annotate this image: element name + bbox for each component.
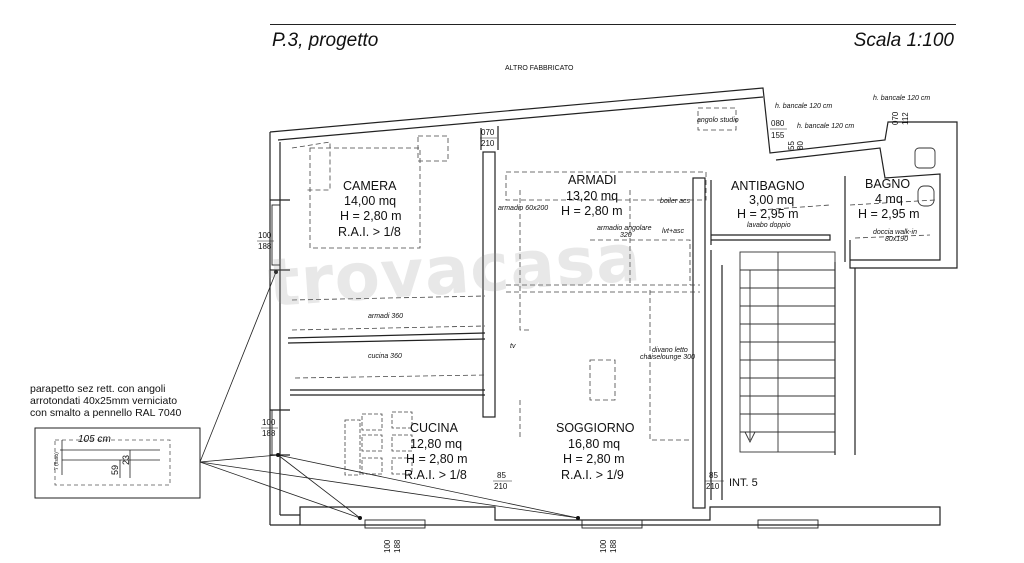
label-boiler: boiler acs <box>660 198 690 205</box>
bottom-windows <box>271 204 819 529</box>
note-line-1: parapetto sez rett. con angoli <box>30 383 166 395</box>
room-bagno: BAGNO 4 mq H = 2,95 m <box>858 177 920 221</box>
label-angolo-studio: angolo studio <box>697 117 739 124</box>
label-armadio-angolare: armadio angolare <box>597 225 652 232</box>
room-soggiorno: SOGGIORNO 16,80 mq H = 2,80 m R.A.I. > 1… <box>556 421 635 482</box>
dim-210-b: 210 <box>706 482 720 491</box>
label-lavabo: lavabo doppio <box>747 222 791 229</box>
cucina-rai: R.A.I. > 1/8 <box>404 468 467 482</box>
dim-155: 155 <box>771 131 785 140</box>
antibagno-name: ANTIBAGNO <box>731 179 805 193</box>
soggiorno-rai: R.A.I. > 1/9 <box>561 468 624 482</box>
bathroom-fixtures <box>914 147 936 207</box>
dim-070: 070 <box>481 128 495 137</box>
label-cucina-360: cucina 360 <box>368 353 402 360</box>
detail-h2: 23 <box>121 455 131 465</box>
dimension-labels: 070 210 080 155 55 80 070 112 100 188 10… <box>257 111 910 553</box>
camera-area: 14,00 mq <box>344 194 396 208</box>
soggiorno-height: H = 2,80 m <box>563 452 625 466</box>
cucina-height: H = 2,80 m <box>406 452 468 466</box>
bagno-height: H = 2,95 m <box>858 207 920 221</box>
plan-title: P.3, progetto <box>272 30 379 51</box>
plan-scale: Scala 1:100 <box>853 30 954 51</box>
dim-188-c: 188 <box>393 539 402 553</box>
dim-188-a: 188 <box>258 242 272 251</box>
room-camera: CAMERA 14,00 mq H = 2,80 m R.A.I. > 1/8 <box>338 179 402 239</box>
dim-210: 210 <box>481 139 495 148</box>
note-line-2: arrotondati 40x25mm verniciato <box>30 395 178 407</box>
soggiorno-area: 16,80 mq <box>568 437 620 451</box>
cucina-name: CUCINA <box>410 421 459 435</box>
staircase <box>739 251 836 453</box>
dim-85-b: 85 <box>709 471 718 480</box>
dim-210-a: 210 <box>494 482 508 491</box>
armadi-area: 13,20 mq <box>566 189 618 203</box>
dim-188-b: 188 <box>262 429 276 438</box>
leader-dots <box>274 270 580 520</box>
cucina-area: 12,80 mq <box>410 437 462 451</box>
dim-100-a: 100 <box>258 231 272 240</box>
room-antibagno: ANTIBAGNO 3,00 mq H = 2,95 m <box>731 179 805 221</box>
furniture-outlines <box>291 107 936 441</box>
dim-55: 55 <box>787 141 796 150</box>
label-armadio-60x200: armadio 60x200 <box>498 205 548 212</box>
antibagno-height: H = 2,95 m <box>737 207 799 221</box>
dim-080: 080 <box>771 119 785 128</box>
label-lvt-asc: lvt+asc <box>662 228 684 235</box>
furniture-labels: angolo studio armadio 60x200 boiler acs … <box>368 95 930 361</box>
bagno-name: BAGNO <box>865 177 910 191</box>
dim-112: 112 <box>901 112 910 125</box>
label-doccia-dim: 80x190 <box>885 236 908 243</box>
unit-label: INT. 5 <box>729 477 758 489</box>
label-tv: tv <box>510 343 516 350</box>
label-armadi-360: armadi 360 <box>368 313 403 320</box>
detail-width: 105 cm <box>78 434 111 445</box>
bagno-area: 4 mq <box>875 192 903 206</box>
header-rule <box>270 24 956 25</box>
detail-side: 7 (fisso) <box>54 452 60 470</box>
dim-80: 80 <box>796 141 805 150</box>
dim-070b: 070 <box>891 111 900 125</box>
label-armadio-angolare-dim: 320 <box>620 232 632 239</box>
label-sill-a: h. bancale 120 cm <box>775 103 832 110</box>
label-sill-c: h. bancale 120 cm <box>873 95 930 102</box>
label-divano-1: divano letto <box>652 347 688 354</box>
room-cucina: CUCINA 12,80 mq H = 2,80 m R.A.I. > 1/8 <box>404 421 468 482</box>
dim-100-d: 100 <box>599 539 608 553</box>
label-sill-b: h. bancale 120 cm <box>797 123 854 130</box>
note-line-3: con smalto a pennello RAL 7040 <box>30 407 182 419</box>
parapet-detail: 105 cm 7 (fisso) 59 23 <box>34 427 201 499</box>
dim-85-a: 85 <box>497 471 506 480</box>
armadi-name: ARMADI <box>568 173 617 187</box>
camera-height: H = 2,80 m <box>340 209 402 223</box>
kitchen-table <box>344 411 413 476</box>
neighbor-label: ALTRO FABBRICATO <box>505 65 574 72</box>
soggiorno-name: SOGGIORNO <box>556 421 635 435</box>
detail-h1: 59 <box>110 465 120 475</box>
antibagno-area: 3,00 mq <box>749 193 794 207</box>
leader-lines <box>199 271 579 519</box>
label-doccia: doccia walk-in <box>873 229 917 236</box>
room-armadi: ARMADI 13,20 mq H = 2,80 m <box>561 173 623 218</box>
dim-100-b: 100 <box>262 418 276 427</box>
label-divano-2: chaiselounge 300 <box>640 354 695 361</box>
dim-100-c: 100 <box>383 539 392 553</box>
armadi-height: H = 2,80 m <box>561 204 623 218</box>
camera-rai: R.A.I. > 1/8 <box>338 225 401 239</box>
parapet-note: parapetto sez rett. con angoli arrotonda… <box>30 383 230 419</box>
dim-188-d: 188 <box>609 539 618 553</box>
camera-name: CAMERA <box>343 179 397 193</box>
